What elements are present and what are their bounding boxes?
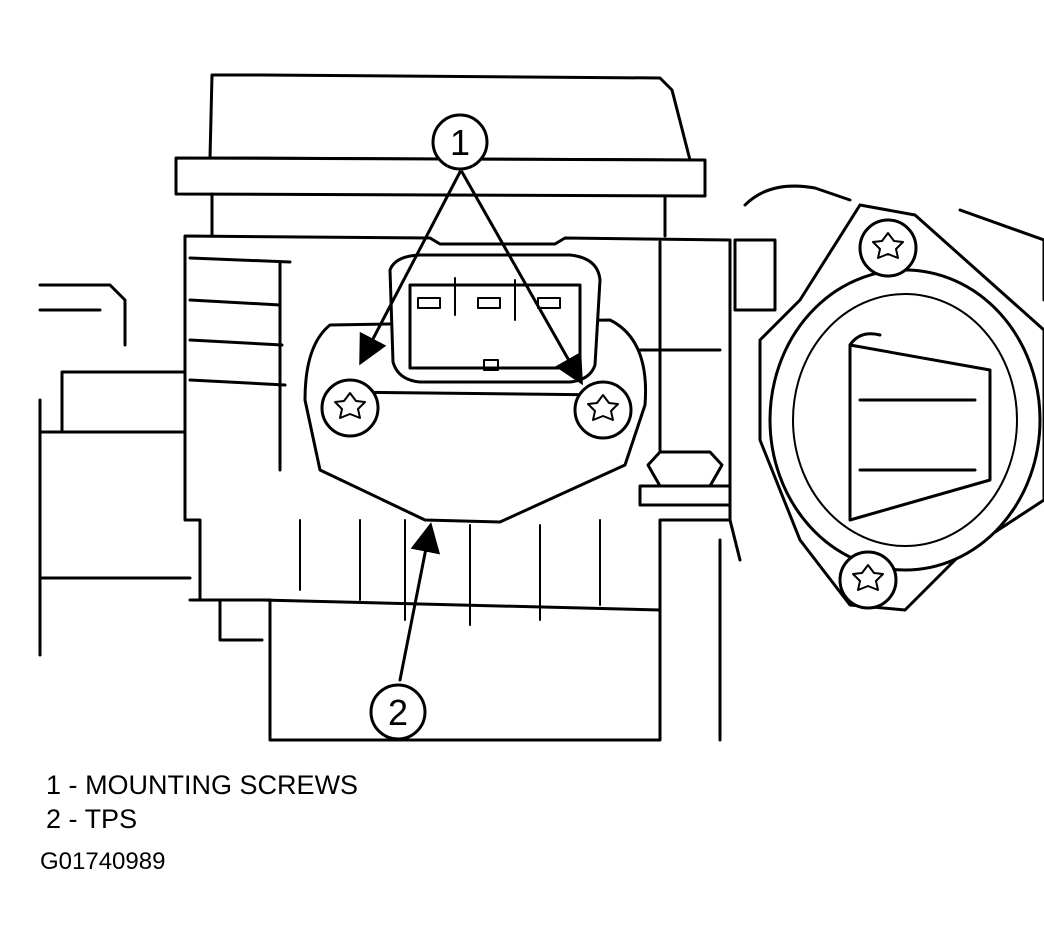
legend-text: MOUNTING SCREWS — [85, 770, 359, 800]
legend-separator: - — [68, 770, 78, 800]
callout-1-arrow-right — [462, 172, 583, 386]
housing-bolt-bottom — [840, 552, 896, 608]
callout-1: 1 — [433, 115, 487, 169]
figure-id: G01740989 — [40, 848, 166, 875]
legend-row-1: 1 - MOUNTING SCREWS — [46, 768, 358, 802]
callout-2-label: 2 — [388, 692, 408, 733]
mounting-screw-right — [575, 382, 631, 438]
legend-separator: - — [68, 804, 78, 834]
hex-bolt — [640, 452, 730, 505]
legend-number: 2 — [46, 804, 62, 834]
mounting-screw-left — [322, 380, 378, 436]
callout-1-label: 1 — [450, 122, 470, 163]
left-housing — [40, 285, 262, 655]
callout-2: 2 — [371, 685, 425, 739]
legend-text: TPS — [84, 804, 138, 834]
legend: 1 - MOUNTING SCREWS 2 - TPS — [46, 768, 358, 836]
legend-row-2: 2 - TPS — [46, 802, 358, 836]
callout-1-arrow-left — [359, 172, 460, 366]
tps-mounting-diagram: 1 2 — [0, 0, 1044, 760]
legend-number: 1 — [46, 770, 62, 800]
coolant-housing — [735, 186, 1044, 610]
housing-bolt-top — [860, 220, 916, 276]
callout-2-arrow — [400, 522, 441, 680]
